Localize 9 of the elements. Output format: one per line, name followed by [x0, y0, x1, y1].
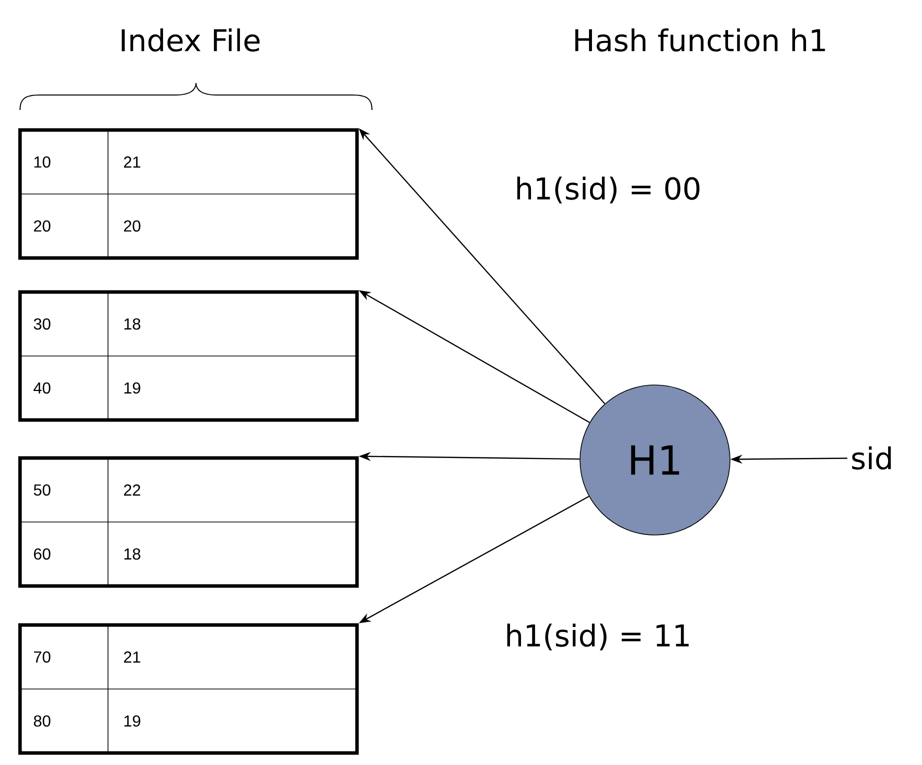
bucket-table: 70 21 80 19	[18, 623, 359, 755]
bucket-table: 50 22 60 18	[18, 456, 359, 588]
mapping-label: h1(sid) = 11	[507, 624, 689, 650]
heading: Hash function h1	[575, 28, 825, 52]
heading: Index File	[122, 28, 260, 52]
bucket-table: 10 21 20 20	[18, 128, 359, 260]
mapping-label: h1(sid) = 00	[517, 176, 700, 204]
bucket-table: 30 18 40 19	[18, 290, 359, 422]
input-label: sid	[852, 446, 891, 470]
